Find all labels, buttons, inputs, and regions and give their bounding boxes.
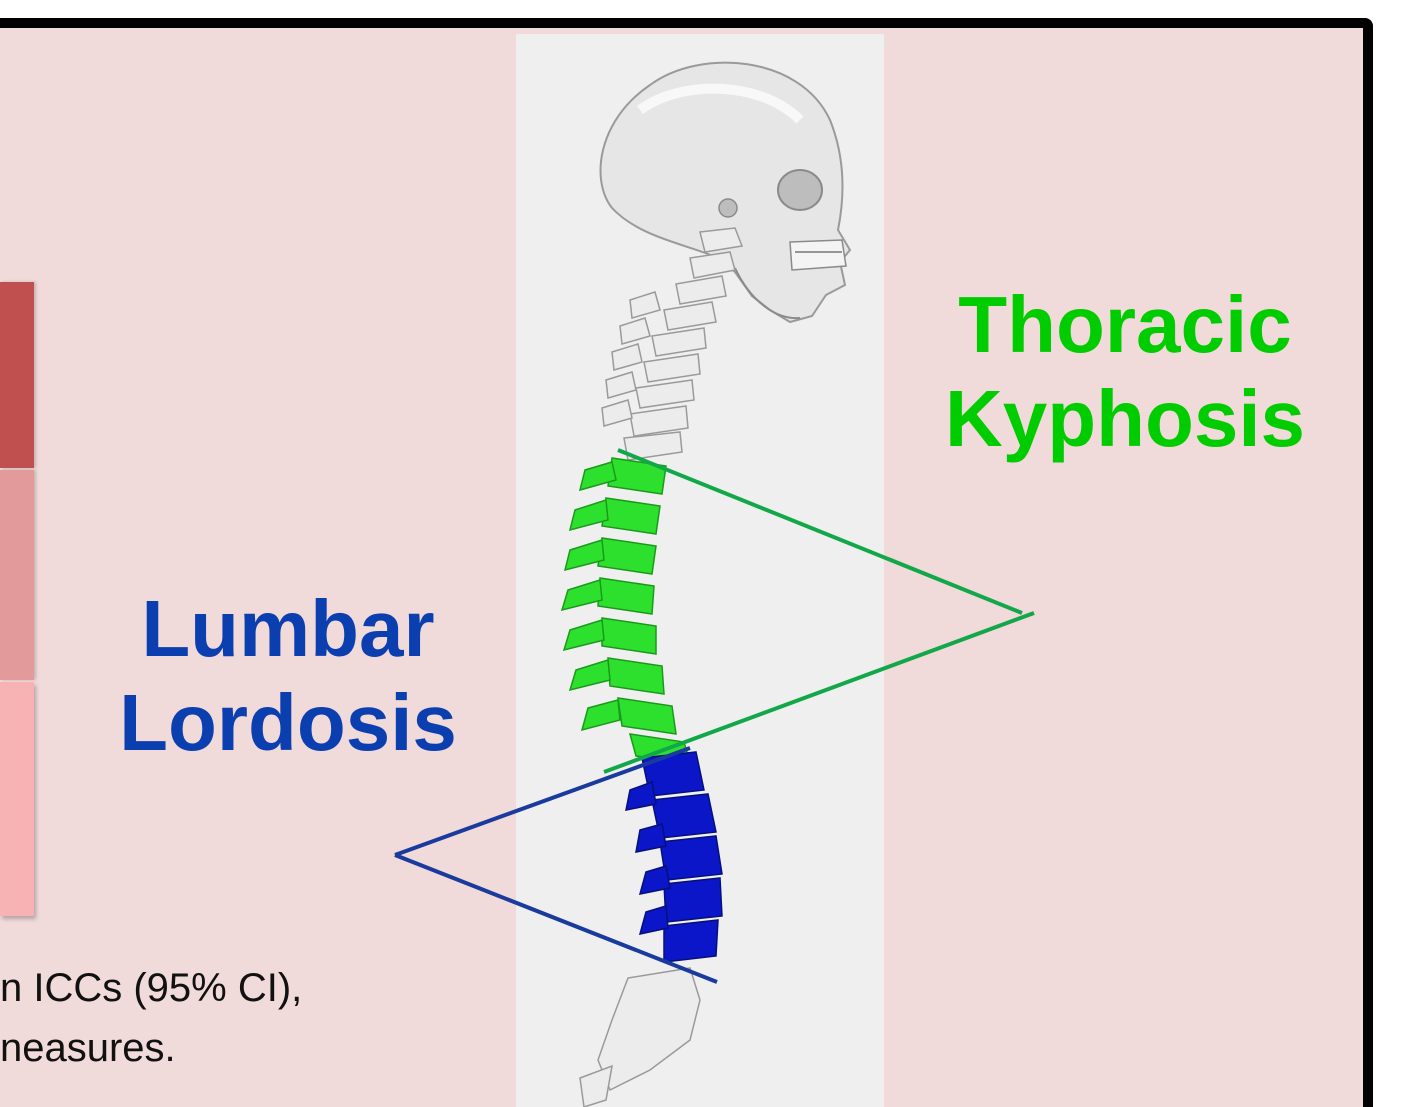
cervical-vertebrae (602, 228, 742, 460)
thoracic-kyphosis-label: Thoracic Kyphosis (905, 278, 1345, 467)
lumbar-lordosis-label: Lumbar Lordosis (78, 582, 498, 771)
thoracic-label-line-1: Thoracic (905, 278, 1345, 372)
thoracic-vertebrae (562, 458, 690, 762)
lumbar-vertebrae (626, 752, 722, 962)
skull (601, 63, 850, 322)
lumbar-label-line-2: Lordosis (78, 676, 498, 770)
thoracic-label-line-2: Kyphosis (905, 372, 1345, 466)
sacrum (580, 968, 700, 1107)
lumbar-label-line-1: Lumbar (78, 582, 498, 676)
